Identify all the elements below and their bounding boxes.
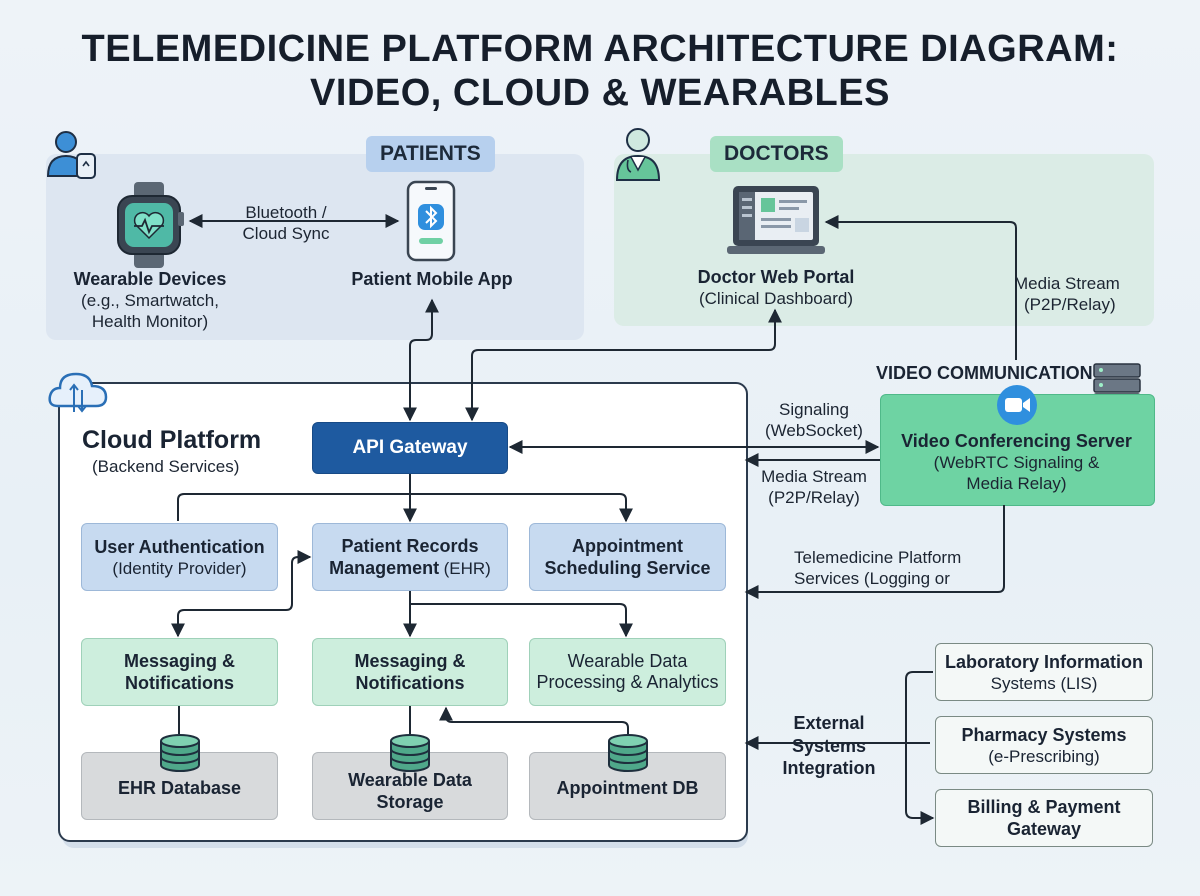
pharmacy-box: Pharmacy Systems (e-Prescribing) xyxy=(935,716,1153,774)
video-server-sub1: (WebRTC Signaling & xyxy=(933,453,1100,472)
connector-app-gateway xyxy=(403,298,439,422)
signaling-label-line2: (WebSocket) xyxy=(765,421,863,440)
doctors-label: DOCTORS xyxy=(710,136,843,172)
sync-label-line2: Cloud Sync xyxy=(242,224,330,243)
messaging-notifications-1-line1: Messaging & xyxy=(123,651,236,671)
connector-records-wearable xyxy=(410,603,633,638)
cloud-sync-icon xyxy=(48,372,108,413)
lis-title: Laboratory Information xyxy=(944,651,1143,672)
media-stream-label-line1: Media Stream xyxy=(761,467,867,486)
api-gateway-label: API Gateway xyxy=(352,437,468,458)
messaging-notifications-2-line2: Notifications xyxy=(355,673,465,693)
video-camera-icon xyxy=(997,385,1037,425)
external-systems-label-line3: Integration xyxy=(782,758,876,778)
smartphone-bluetooth-icon xyxy=(406,180,456,262)
video-server-title: Video Conferencing Server xyxy=(901,431,1132,451)
patient-mobile-app-title: Patient Mobile App xyxy=(351,269,513,289)
messaging-notifications-2-line1: Messaging & xyxy=(354,651,466,671)
wearable-processing-line2: Processing & Analytics xyxy=(536,672,719,692)
ehr-database-label: EHR Database xyxy=(117,778,242,798)
person-watch-icon xyxy=(46,131,96,179)
billing-line1: Billing & Payment xyxy=(967,797,1121,817)
lis-sub: Systems (LIS) xyxy=(990,673,1098,693)
messaging-notifications-box-2: Messaging & Notifications xyxy=(312,638,508,706)
patient-records-box: Patient Records Management (EHR) xyxy=(312,523,508,591)
diagram-title-line1: TELEMEDICINE PLATFORM ARCHITECTURE DIAGR… xyxy=(81,28,1119,70)
api-gateway-box: API Gateway xyxy=(312,422,508,474)
pharmacy-title: Pharmacy Systems xyxy=(961,724,1127,745)
appointment-scheduling-line1: Appointment xyxy=(572,536,683,556)
connector-portal-gateway xyxy=(465,308,782,422)
billing-line2: Gateway xyxy=(1006,819,1082,839)
messaging-notifications-box-1: Messaging & Notifications xyxy=(81,638,278,706)
wearable-devices-sub1: (e.g., Smartwatch, xyxy=(81,291,219,310)
wearable-processing-box: Wearable Data Processing & Analytics xyxy=(529,638,726,706)
external-systems-label-line1: External xyxy=(793,713,865,733)
doctors-zone xyxy=(614,154,1154,326)
patients-label: PATIENTS xyxy=(366,136,495,172)
wearable-devices-title: Wearable Devices xyxy=(73,269,227,289)
patient-records-line2b: (EHR) xyxy=(443,559,491,578)
patient-records-line1: Patient Records xyxy=(341,536,479,556)
doctor-web-portal-sub: (Clinical Dashboard) xyxy=(698,289,853,308)
appointment-scheduling-box: Appointment Scheduling Service xyxy=(529,523,726,591)
database-icon xyxy=(160,734,200,772)
database-icon xyxy=(608,734,648,772)
video-server-sub2: Media Relay) xyxy=(966,474,1067,493)
cloud-platform-title: Cloud Platform xyxy=(82,426,262,454)
connector-video-services xyxy=(744,505,1005,599)
messaging-notifications-1-line2: Notifications xyxy=(124,673,234,693)
patient-records-line2a: Management xyxy=(329,558,440,578)
doctor-icon xyxy=(615,128,661,181)
wearable-processing-line1: Wearable Data xyxy=(567,651,688,671)
video-communication-label: VIDEO COMMUNICATION xyxy=(876,363,1093,383)
doctor-media-label-line1: Media Stream xyxy=(1014,274,1120,293)
media-stream-label-line2: (P2P/Relay) xyxy=(768,488,860,507)
connector-video-portal xyxy=(824,215,1017,360)
diagram-title-line2: VIDEO, CLOUD & WEARABLES xyxy=(310,72,890,114)
connector-gateway-fanout xyxy=(177,474,626,521)
appointment-scheduling-line2: Scheduling Service xyxy=(544,558,711,578)
billing-box: Billing & Payment Gateway xyxy=(935,789,1153,847)
platform-services-label-line2: Services (Logging or xyxy=(794,569,950,588)
pharmacy-sub: (e-Prescribing) xyxy=(988,746,1100,766)
connector-records-messaging xyxy=(171,550,312,638)
doctor-media-label-line2: (P2P/Relay) xyxy=(1024,295,1116,314)
signaling-label-line1: Signaling xyxy=(779,400,849,419)
doctor-web-portal-title: Doctor Web Portal xyxy=(697,267,855,287)
laptop-dashboard-icon xyxy=(727,186,825,254)
platform-services-label-line1: Telemedicine Platform xyxy=(794,548,962,567)
wearable-storage-line2: Storage xyxy=(376,792,444,812)
smartwatch-icon xyxy=(117,182,184,268)
lis-box: Laboratory Information Systems (LIS) xyxy=(935,643,1153,701)
wearable-storage-line1: Wearable Data xyxy=(348,770,472,790)
wearable-devices-sub2: Health Monitor) xyxy=(91,312,209,331)
external-systems-label-line2: Systems xyxy=(791,736,867,756)
appointment-db-label: Appointment DB xyxy=(556,778,699,798)
database-icon xyxy=(390,734,430,772)
connector-apptdb-msg2 xyxy=(439,706,629,734)
cloud-platform-subtitle: (Backend Services) xyxy=(92,457,240,476)
connector-external-branches xyxy=(888,671,933,818)
